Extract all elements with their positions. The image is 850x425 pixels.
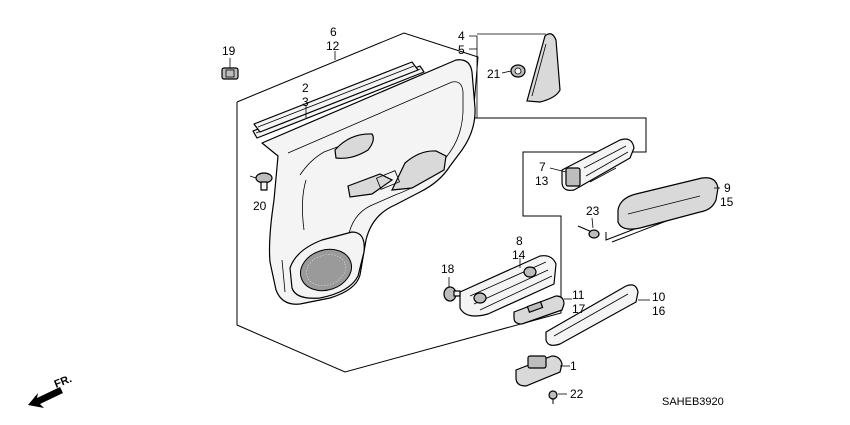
screw-23-icon [577, 225, 600, 239]
callout-3: 3 [302, 95, 309, 109]
leader-21 [501, 70, 512, 74]
callout-10: 10 [652, 290, 666, 304]
speaker-grille-icon [289, 231, 365, 299]
callout-17: 17 [572, 302, 586, 316]
callout-13: 13 [535, 174, 549, 188]
diagram-code: SAHEB3920 [662, 396, 724, 408]
power-window-switch [515, 355, 563, 387]
callout-7: 7 [539, 160, 546, 174]
direction-label: FR. [53, 373, 74, 391]
callout-21: 21 [487, 67, 501, 81]
callout-12: 12 [326, 39, 340, 53]
switch-cutout [375, 170, 401, 190]
callout-6: 6 [330, 25, 337, 39]
clip-20-icon [255, 172, 273, 191]
armrest-recess [347, 173, 394, 198]
callout-15: 15 [720, 195, 734, 209]
callout-22: 22 [570, 387, 584, 401]
leader-23 [591, 217, 594, 229]
inner-handle-bracket [561, 138, 635, 191]
main-group-frame [236, 32, 647, 373]
callout-23: 23 [586, 204, 600, 218]
callout-5: 5 [458, 43, 465, 57]
pull-pocket [334, 133, 374, 159]
switch-panel [513, 295, 565, 325]
callout-19: 19 [222, 44, 236, 58]
callout-18: 18 [441, 262, 455, 276]
clip-19-icon [221, 67, 239, 80]
leader-20 [249, 175, 257, 179]
lock-bracket [459, 255, 557, 317]
screw-22-icon [548, 390, 558, 404]
callout-20: 20 [253, 199, 267, 213]
callout-16: 16 [652, 304, 666, 318]
callout-2: 2 [302, 81, 309, 95]
mirror-garnish [526, 33, 561, 103]
bracket-4-5 [469, 35, 478, 118]
front-direction-arrow-icon [28, 387, 63, 408]
grip-handle [617, 177, 719, 230]
armrest [545, 284, 639, 346]
callout-9: 9 [724, 181, 731, 195]
clip-21-icon [510, 64, 526, 78]
clip-18-icon [443, 286, 461, 302]
leader-7 [549, 167, 567, 173]
callout-14: 14 [512, 248, 526, 262]
callout-8: 8 [516, 234, 523, 248]
weatherstrip [253, 61, 419, 133]
inner-handle-recess [390, 150, 447, 191]
callout-4: 4 [458, 29, 465, 43]
callout-1: 1 [570, 359, 577, 373]
callout-11: 11 [572, 288, 585, 302]
